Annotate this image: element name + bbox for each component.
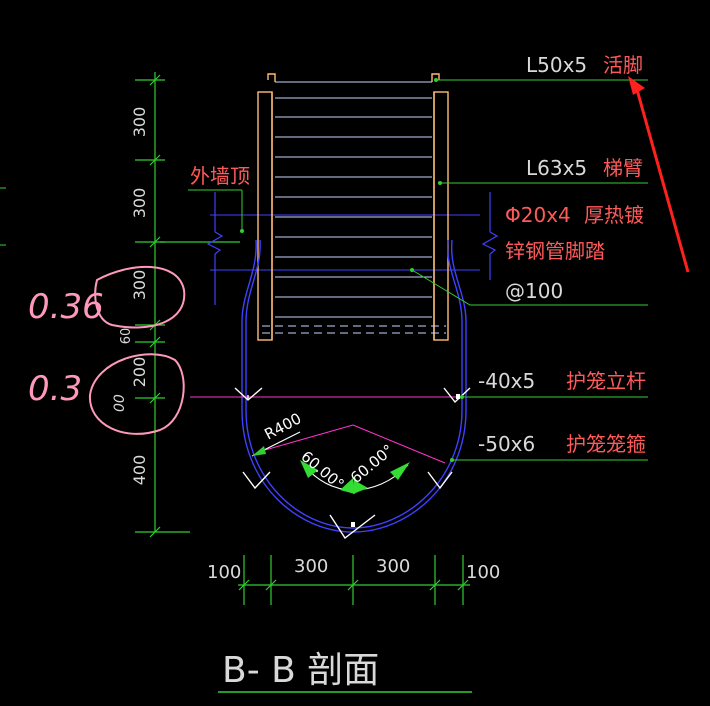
ladder-rails bbox=[257, 73, 449, 341]
label-pipe-name2: 锌钢管脚踏 bbox=[505, 239, 605, 263]
label-l50-name: 活脚 bbox=[603, 53, 643, 77]
bar-node-bottom bbox=[351, 522, 355, 527]
label-pipe-spacing: @100 bbox=[505, 279, 563, 303]
leader-dots bbox=[240, 78, 464, 462]
center-lines bbox=[190, 396, 470, 464]
label-f40-code: -40x5 bbox=[478, 369, 535, 393]
bottom-platform-dashed bbox=[262, 325, 446, 334]
left-dimension-labels: 300 300 300 60 200 400 bbox=[119, 107, 149, 486]
dim-bottom-3: 300 bbox=[376, 556, 410, 577]
wall-horizontal-lines bbox=[210, 214, 480, 271]
dim-left-6: 400 bbox=[130, 455, 149, 486]
red-pointer-arrow bbox=[628, 76, 690, 273]
dim-left-4: 60 bbox=[119, 328, 134, 345]
left-rail bbox=[257, 91, 273, 341]
label-l63-name: 梯臂 bbox=[603, 156, 643, 180]
hand-note-3: 00 bbox=[112, 394, 128, 412]
leader-lines bbox=[188, 79, 648, 461]
hand-note-2: 0.3 bbox=[28, 369, 82, 409]
handwritten-text: 0.36 0.3 00 bbox=[28, 287, 128, 412]
ladder-rungs bbox=[275, 81, 432, 318]
section-title-group: B- B 剖面 bbox=[218, 650, 472, 693]
dim-bottom-1: 100 bbox=[207, 562, 241, 583]
dim-left-1: 300 bbox=[130, 107, 149, 138]
label-f40-name: 护笼立杆 bbox=[566, 369, 646, 393]
angle-arrows bbox=[300, 460, 410, 494]
cage-bar-marks bbox=[234, 387, 471, 540]
hand-note-1: 0.36 bbox=[28, 287, 104, 327]
bar-node bbox=[456, 394, 460, 399]
label-pipe-spec: Φ20x4 bbox=[505, 203, 571, 227]
dim-left-2: 300 bbox=[130, 188, 149, 219]
label-l63-code: L63x5 bbox=[526, 156, 587, 180]
left-edge-marks bbox=[0, 187, 6, 246]
dim-left-3: 300 bbox=[130, 270, 149, 301]
label-pipe-name1: 厚热镀 bbox=[584, 203, 644, 227]
right-rail bbox=[433, 91, 449, 341]
label-l50-code: L50x5 bbox=[526, 53, 587, 77]
bottom-dimension-chain bbox=[238, 555, 470, 605]
label-wall-top: 外墙顶 bbox=[190, 164, 250, 188]
label-f50-code: -50x6 bbox=[478, 432, 535, 456]
handwritten-annotations bbox=[88, 265, 186, 435]
right-labels: L50x5 活脚 L63x5 梯臂 Φ20x4 厚热镀 锌钢管脚踏 @100 -… bbox=[190, 53, 646, 456]
section-title: B- B 剖面 bbox=[222, 650, 379, 691]
dim-bottom-2: 300 bbox=[294, 556, 328, 577]
radius-annotation: R400 bbox=[251, 409, 304, 457]
bottom-dimension-labels: 100 300 300 100 bbox=[207, 556, 500, 583]
radius-label: R400 bbox=[261, 409, 304, 443]
wall-outline bbox=[206, 192, 499, 305]
dim-left-5: 200 bbox=[130, 357, 149, 388]
left-dimension-chain bbox=[135, 72, 240, 538]
label-f50-name: 护笼笼箍 bbox=[566, 432, 646, 456]
dim-bottom-4: 100 bbox=[466, 562, 500, 583]
